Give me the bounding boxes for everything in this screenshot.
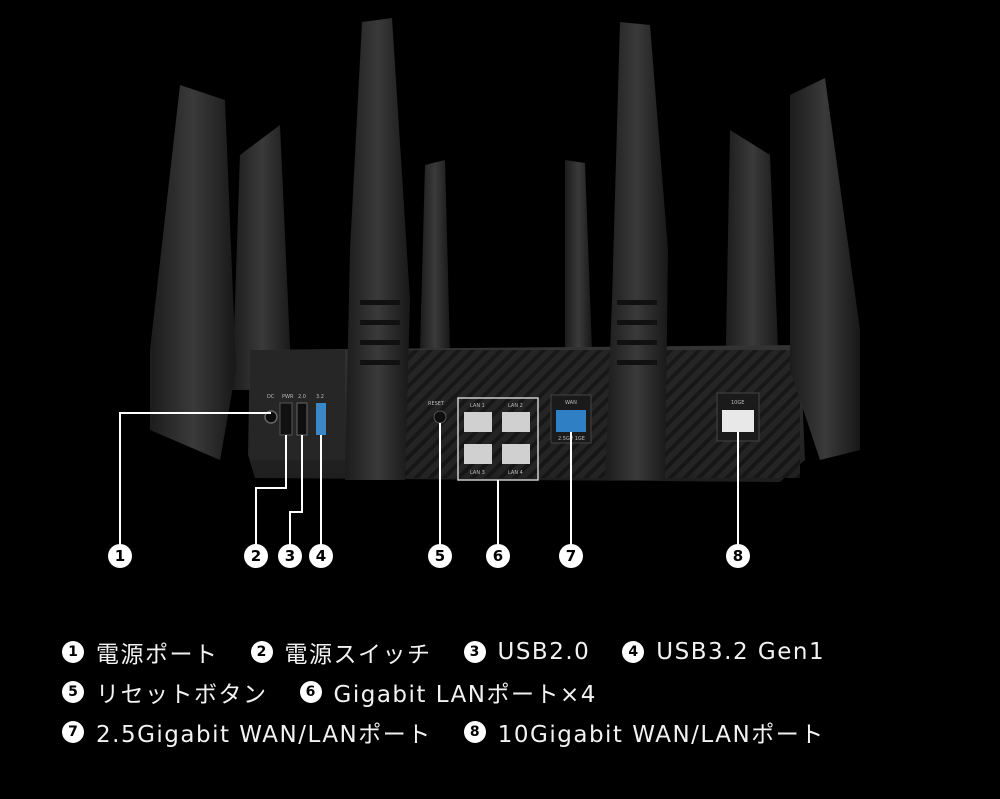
legend-item-7: 7 2.5Gigabit WAN/LANポート — [62, 715, 432, 749]
lan3-label: LAN 3 — [470, 470, 485, 476]
legend-text: 電源スイッチ — [284, 642, 432, 668]
antenna-outer-left — [150, 85, 236, 460]
legend-text: リセットボタン — [96, 682, 268, 708]
antenna-outer-right — [790, 78, 860, 460]
usb2-label: 2.0 — [298, 394, 306, 400]
lan1-port — [464, 412, 492, 432]
antenna-front-left — [345, 18, 410, 480]
dc-label: DC — [267, 394, 275, 400]
legend-item-2: 2 電源スイッチ — [250, 635, 432, 669]
legend-item-5: 5 リセットボタン — [62, 675, 268, 709]
router-photo: DC PWR 2.0 3.2 RESET LAN 1 LAN 2 LAN 3 L… — [108, 18, 860, 568]
legend-item-1: 1 電源ポート — [62, 635, 219, 669]
wan-port — [556, 410, 586, 432]
port-legend: 1 電源ポート 2 電源スイッチ 3 USB2.0 4 USB3.2 Gen1 5 リセッ… — [62, 632, 962, 752]
legend-badge: 6 — [299, 681, 322, 703]
legend-item-6: 6 Gigabit LANポート×4 — [299, 675, 597, 709]
callout-5: 5 — [428, 544, 452, 568]
callout-7: 7 — [559, 544, 583, 568]
tenge-port — [722, 410, 754, 432]
legend-item-8: 8 10Gigabit WAN/LANポート — [463, 715, 825, 749]
reset-label: RESET — [428, 401, 445, 407]
legend-text: USB3.2 Gen1 — [656, 639, 826, 665]
usb3-port — [316, 403, 326, 435]
legend-badge: 1 — [62, 641, 84, 663]
lan1-label: LAN 1 — [470, 403, 485, 409]
wan-label: WAN — [565, 400, 577, 406]
pwr-label: PWR — [282, 394, 294, 400]
legend-badge: 8 — [463, 721, 486, 743]
lan2-port — [502, 412, 530, 432]
router-illustration: DC PWR 2.0 3.2 RESET LAN 1 LAN 2 LAN 3 L… — [119, 18, 860, 545]
legend-line-2: 5 リセットボタン 6 Gigabit LANポート×4 — [62, 672, 962, 712]
callout-3: 3 — [278, 544, 302, 568]
legend-text: 10Gigabit WAN/LANポート — [497, 722, 825, 748]
legend-badge: 7 — [62, 721, 84, 743]
legend-text: 2.5Gigabit WAN/LANポート — [96, 722, 432, 748]
callout-2: 2 — [244, 544, 268, 568]
tenge-label: 10GE — [731, 400, 744, 406]
antenna-back-left — [420, 160, 450, 350]
legend-line-3: 7 2.5Gigabit WAN/LANポート 8 10Gigabit WAN/LA… — [62, 712, 962, 752]
callout-lines — [119, 412, 739, 545]
lan2-label: LAN 2 — [508, 403, 523, 409]
legend-text: 電源ポート — [96, 642, 219, 668]
legend-badge: 3 — [463, 641, 486, 663]
lan4-label: LAN 4 — [508, 470, 523, 476]
legend-badge: 5 — [62, 681, 84, 703]
lan4-port — [502, 444, 530, 464]
legend-line-1: 1 電源ポート 2 電源スイッチ 3 USB2.0 4 USB3.2 Gen1 — [62, 632, 962, 672]
legend-item-4: 4 USB3.2 Gen1 — [622, 639, 825, 665]
usb2-port — [296, 402, 308, 436]
callout-1: 1 — [108, 544, 132, 568]
legend-badge: 4 — [622, 641, 645, 663]
legend-text: Gigabit LANポート×4 — [333, 682, 597, 708]
usb3-label: 3.2 — [316, 394, 324, 400]
legend-text: USB2.0 — [497, 639, 591, 665]
antenna-mid-right — [725, 130, 780, 395]
antenna-mid-left — [232, 125, 292, 390]
lan3-port — [464, 444, 492, 464]
antenna-back-right — [565, 160, 592, 350]
callout-4: 4 — [309, 544, 333, 568]
power-switch — [279, 402, 293, 436]
reset-button — [433, 410, 447, 424]
antenna-front-right — [605, 22, 668, 480]
callout-8: 8 — [726, 544, 750, 568]
callout-6: 6 — [486, 544, 510, 568]
legend-item-3: 3 USB2.0 — [463, 639, 591, 665]
legend-badge: 2 — [250, 641, 273, 663]
